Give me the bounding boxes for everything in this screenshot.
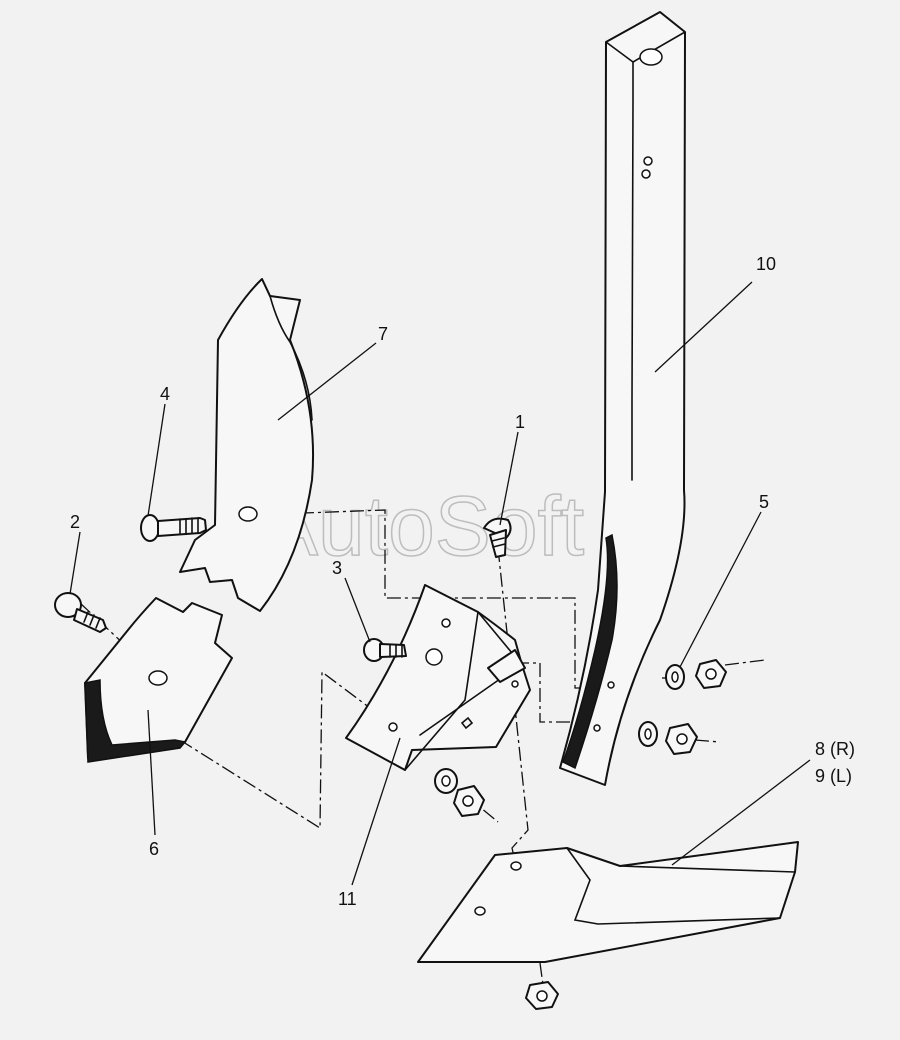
callout-11: 11 <box>338 889 357 909</box>
washer-nut-part-5-lower <box>638 721 698 755</box>
bolt-part-2 <box>54 592 107 633</box>
watermark-text: AutoSoft <box>262 479 584 573</box>
callout-8: 8 (R) <box>815 739 855 759</box>
callout-2: 2 <box>70 512 80 532</box>
washer-nut-bracket <box>434 768 485 817</box>
weld-edge <box>84 679 187 763</box>
leader-lines <box>69 281 811 886</box>
callout-9: 9 (L) <box>815 766 852 786</box>
shank-top-hole <box>639 48 663 66</box>
callout-7: 7 <box>378 324 388 344</box>
shank-wear-strip <box>562 533 618 770</box>
callout-10: 10 <box>756 254 776 274</box>
bolt-part-1 <box>483 517 512 558</box>
point-part-6 <box>84 597 233 763</box>
bracket-part-11 <box>345 584 531 771</box>
upper-plate-part-7 <box>179 278 315 612</box>
callout-labels: 1 2 3 4 5 6 7 8 (R) 9 (L) 10 11 <box>70 254 855 909</box>
bolt-part-4 <box>140 514 207 542</box>
nut-blade <box>525 981 559 1010</box>
callout-5: 5 <box>759 492 769 512</box>
callout-1: 1 <box>515 412 525 432</box>
callout-4: 4 <box>160 384 170 404</box>
blade-part-8-9 <box>417 841 799 963</box>
callout-6: 6 <box>149 839 159 859</box>
shank-part-10 <box>559 11 686 786</box>
bolt-part-3 <box>363 638 443 666</box>
callout-3: 3 <box>332 558 342 578</box>
washer-nut-part-5-upper <box>665 659 727 690</box>
